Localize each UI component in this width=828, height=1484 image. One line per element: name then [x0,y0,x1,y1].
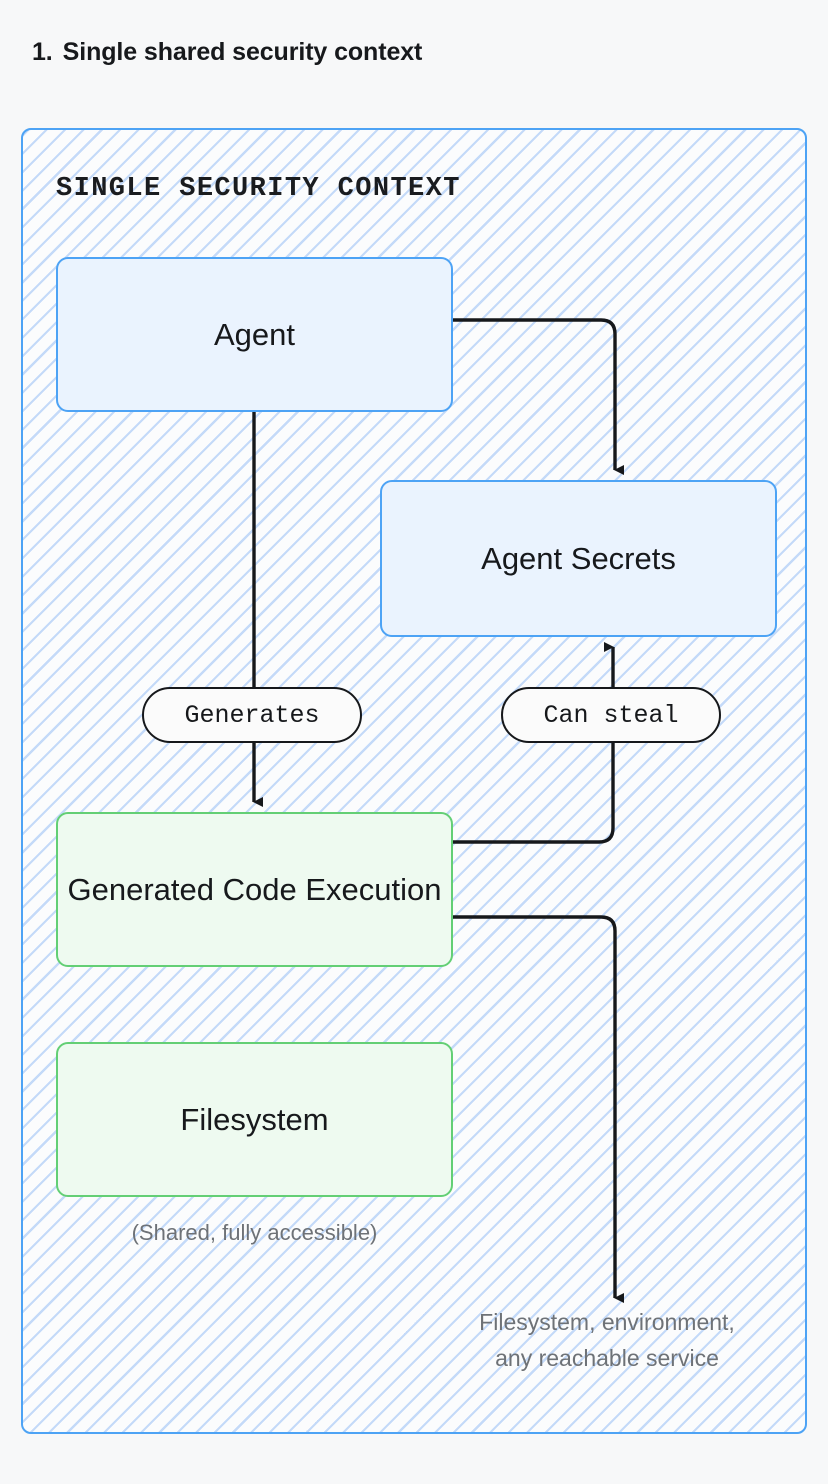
external-reach-caption: Filesystem, environment, any reachable s… [425,1305,789,1376]
node-filesystem[interactable]: Filesystem [56,1042,453,1197]
node-generated-code-execution[interactable]: Generated Code Execution [56,812,453,967]
edge-label-can-steal: Can steal [501,687,721,743]
edge-agent-to-secrets [453,318,624,475]
node-generated-code-execution-label: Generated Code Execution [67,871,442,907]
page-title: 1. Single shared security context [32,38,422,67]
external-reach-caption-line1: Filesystem, environment, [479,1309,735,1335]
node-agent-secrets-label: Agent Secrets [481,540,676,576]
edge-code-to-external [453,915,624,1303]
security-context-container: SINGLE SECURITY CONTEXT Agent Agent Secr… [21,128,807,1434]
edge-label-generates-text: Generates [184,700,320,730]
edge-code-to-secrets [453,642,615,844]
node-agent[interactable]: Agent [56,257,453,412]
page-title-text: Single shared security context [62,38,423,66]
node-agent-secrets[interactable]: Agent Secrets [380,480,777,637]
shared-filesystem-caption: (Shared, fully accessible) [131,1220,378,1245]
security-context-label: SINGLE SECURITY CONTEXT [56,174,461,204]
node-filesystem-label: Filesystem [180,1101,329,1137]
node-agent-label: Agent [213,316,295,352]
edge-label-generates: Generates [142,687,362,743]
edge-label-can-steal-text: Can steal [543,700,679,730]
page-title-number: 1. [32,38,53,66]
external-reach-caption-line2: any reachable service [495,1344,719,1371]
